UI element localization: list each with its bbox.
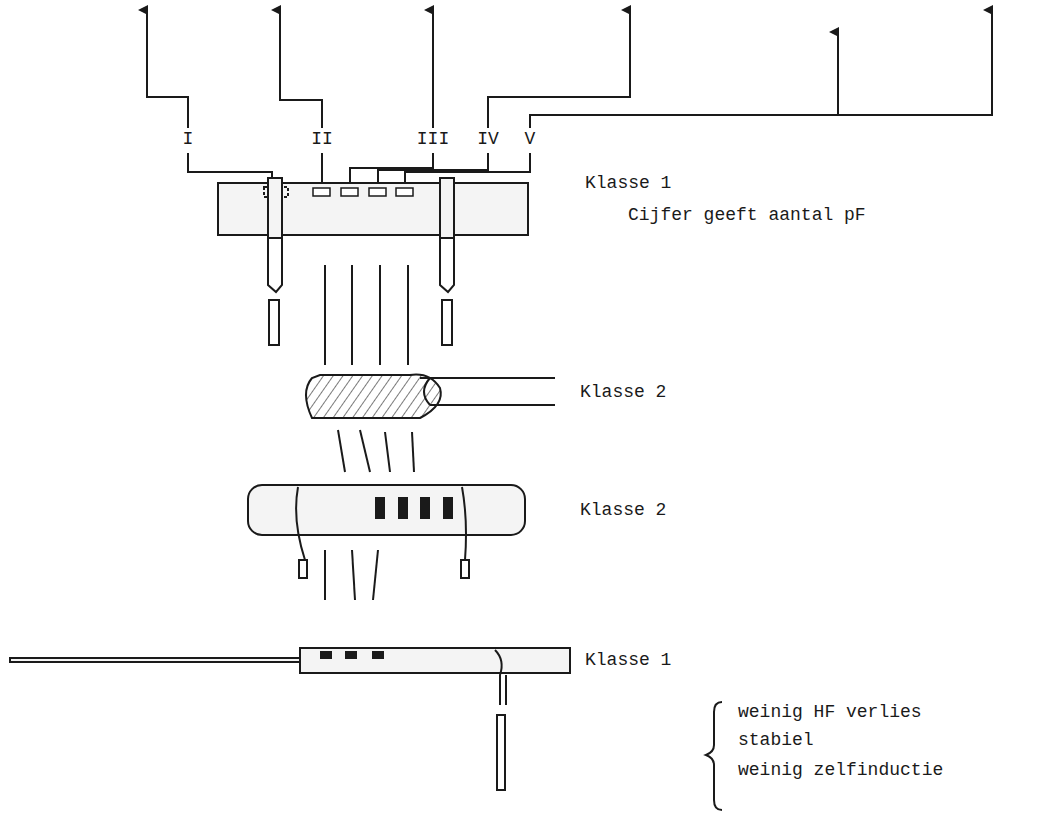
property-text: weinig zelfinductie [738, 761, 943, 781]
roman-numeral: IV [475, 130, 501, 150]
class-label: Klasse 1 [585, 174, 671, 194]
class-label: Klasse 2 [580, 383, 666, 403]
roman-numeral: III [415, 130, 451, 150]
roman-numeral: I [181, 130, 196, 150]
roman-numeral: V [523, 130, 538, 150]
property-text: stabiel [738, 731, 814, 751]
class-label: Klasse 2 [580, 501, 666, 521]
class-label: Klasse 1 [585, 651, 671, 671]
roman-numeral: II [309, 130, 335, 150]
note-text: Cijfer geeft aantal pF [628, 206, 866, 226]
property-text: weinig HF verlies [738, 703, 922, 723]
